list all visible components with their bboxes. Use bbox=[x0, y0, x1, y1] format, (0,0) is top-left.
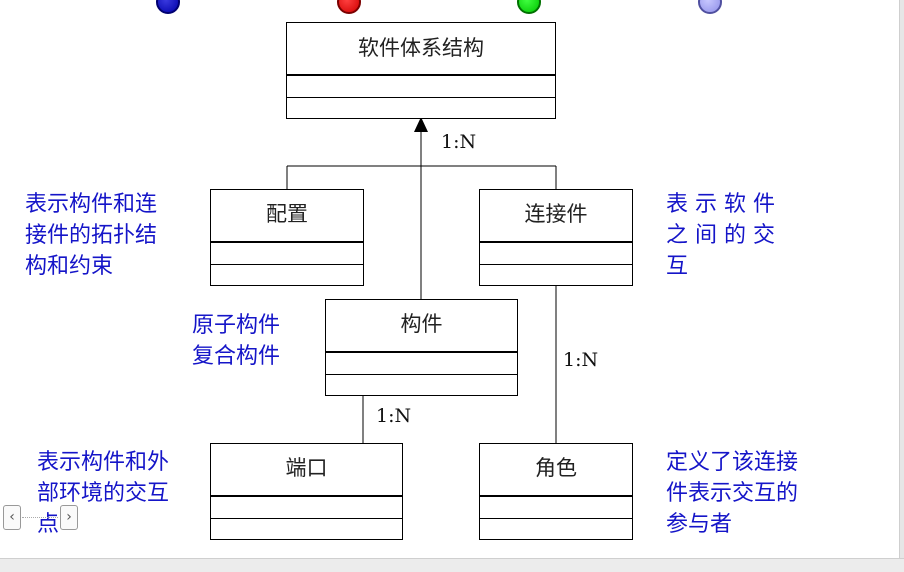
class-attributes-section bbox=[326, 353, 517, 375]
bottom-edge-frame bbox=[0, 558, 904, 572]
class-operations-section bbox=[287, 98, 555, 118]
note-port: 表示构件和外 部环境的交互 点 bbox=[37, 447, 169, 540]
class-name-port: 端口 bbox=[211, 444, 402, 497]
class-attributes-section bbox=[211, 497, 402, 519]
class-box-component[interactable]: 构件 bbox=[325, 299, 518, 396]
multiplicity-component-port: 1:N bbox=[376, 405, 412, 427]
note-line: 之 间 的 交 bbox=[666, 223, 775, 248]
class-name-architecture: 软件体系结构 bbox=[287, 23, 555, 76]
next-button[interactable]: › bbox=[60, 505, 78, 530]
class-attributes-section bbox=[211, 243, 363, 265]
note-line: 参与者 bbox=[666, 512, 733, 537]
class-operations-section bbox=[480, 519, 632, 539]
class-name-role: 角色 bbox=[480, 444, 632, 497]
note-line: 原子构件 bbox=[192, 313, 281, 338]
class-attributes-section bbox=[480, 243, 632, 265]
class-box-configuration[interactable]: 配置 bbox=[210, 189, 364, 286]
class-box-port[interactable]: 端口 bbox=[210, 443, 403, 540]
class-operations-section bbox=[211, 265, 363, 285]
note-line: 互 bbox=[666, 254, 689, 279]
class-name-component: 构件 bbox=[326, 300, 517, 353]
note-configuration: 表示构件和连 接件的拓扑结 构和约束 bbox=[25, 189, 157, 282]
note-line: 表 示 软 件 bbox=[666, 192, 775, 217]
note-line: 表示构件和外 bbox=[37, 450, 170, 475]
class-operations-section bbox=[480, 265, 632, 285]
note-line: 部环境的交互 bbox=[37, 481, 170, 506]
note-line: 定义了该连接 bbox=[666, 450, 799, 475]
prev-button[interactable]: ‹ bbox=[3, 505, 21, 530]
note-line: 复合构件 bbox=[192, 344, 281, 369]
class-name-configuration: 配置 bbox=[211, 190, 363, 243]
note-role: 定义了该连接 件表示交互的 参与者 bbox=[666, 447, 798, 540]
class-name-connector: 连接件 bbox=[480, 190, 632, 243]
note-connector: 表 示 软 件 之 间 的 交 互 bbox=[666, 189, 775, 282]
note-line: 点 bbox=[37, 512, 60, 537]
right-edge-frame bbox=[899, 0, 904, 571]
multiplicity-architecture-children: 1:N bbox=[441, 131, 477, 153]
multiplicity-connector-role: 1:N bbox=[563, 349, 599, 371]
note-component: 原子构件 复合构件 bbox=[192, 310, 280, 372]
note-line: 件表示交互的 bbox=[666, 481, 799, 506]
note-line: 接件的拓扑结 bbox=[25, 223, 158, 248]
class-box-role[interactable]: 角色 bbox=[479, 443, 633, 540]
class-box-architecture[interactable]: 软件体系结构 bbox=[286, 22, 556, 119]
class-operations-section bbox=[326, 375, 517, 395]
class-attributes-section bbox=[480, 497, 632, 519]
class-box-connector[interactable]: 连接件 bbox=[479, 189, 633, 286]
note-line: 构和约束 bbox=[25, 254, 114, 279]
class-operations-section bbox=[211, 519, 402, 539]
note-line: 表示构件和连 bbox=[25, 192, 158, 217]
class-attributes-section bbox=[287, 76, 555, 98]
nav-divider bbox=[22, 517, 58, 518]
inheritance-arrowhead bbox=[414, 117, 428, 132]
